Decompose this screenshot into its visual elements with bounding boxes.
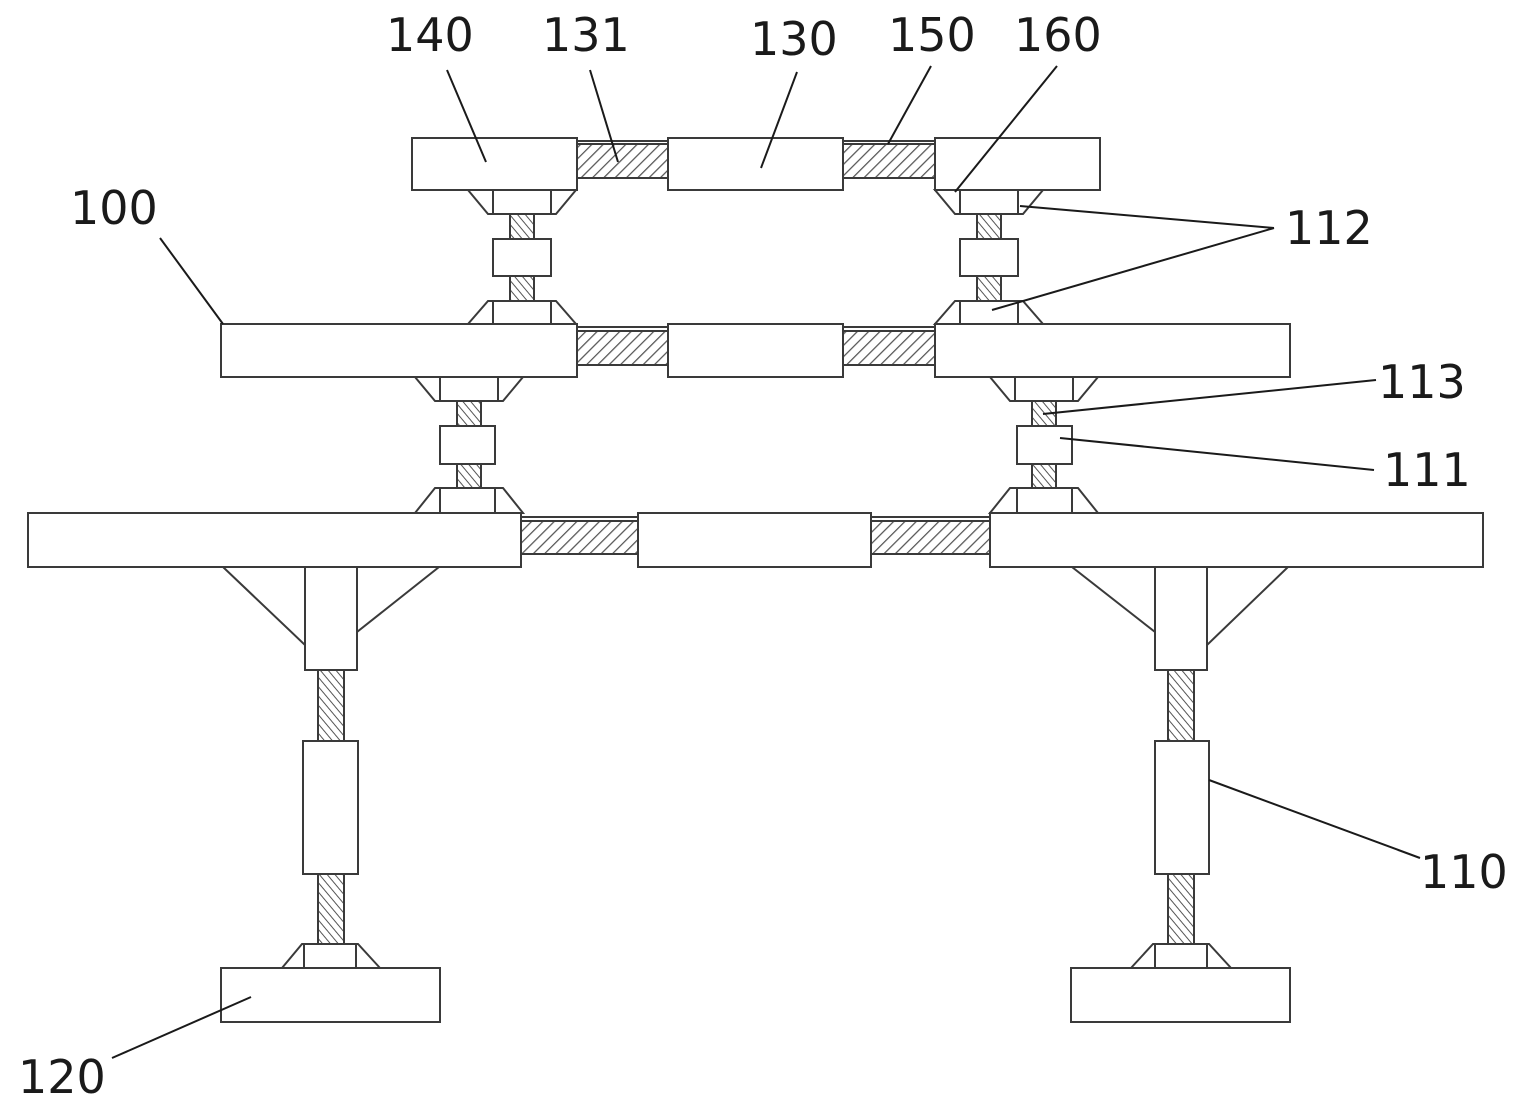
upper-right-screw-b — [976, 275, 1002, 302]
upper-left-screw-b — [509, 275, 535, 302]
label-100: 100 — [70, 181, 158, 235]
left-leg-screw-upper — [317, 669, 345, 742]
top-tier — [411, 137, 1101, 191]
top-left-thread — [576, 143, 669, 179]
upper-left-column — [465, 189, 579, 325]
leader-lines — [111, 65, 1421, 1059]
bottom-right-plate — [989, 512, 1484, 568]
label-120: 120 — [18, 1050, 106, 1104]
top-left-plate — [411, 137, 578, 191]
middle-tier — [220, 323, 1291, 378]
left-foot-pad — [220, 967, 441, 1023]
lower-left-bottom-collar — [439, 487, 496, 514]
top-right-plate — [934, 137, 1101, 191]
bottom-left-thread — [520, 520, 639, 555]
upper-left-top-collar — [492, 189, 552, 215]
labels: 140 131 130 150 160 100 112 113 111 110 … — [18, 8, 1508, 1104]
left-foot-collar — [303, 943, 357, 969]
left-leg-sleeve — [304, 566, 358, 671]
leader-100 — [159, 237, 224, 325]
right-leg-adjust-sleeve — [1154, 740, 1210, 875]
right-leg-sleeve — [1154, 566, 1208, 671]
leader-111 — [1059, 437, 1375, 471]
leader-140 — [446, 69, 487, 163]
lower-right-top-collar — [1014, 376, 1074, 402]
lower-right-column — [987, 376, 1101, 514]
label-131: 131 — [542, 8, 630, 62]
leader-110 — [1208, 779, 1421, 859]
leader-130 — [760, 71, 798, 169]
label-160: 160 — [1014, 8, 1102, 62]
middle-right-thread — [842, 330, 936, 366]
upper-left-nut — [492, 238, 552, 277]
middle-left-plate — [220, 323, 578, 378]
leader-150 — [887, 65, 932, 145]
leader-113 — [1042, 379, 1377, 415]
leader-160 — [954, 65, 1058, 193]
label-150: 150 — [888, 8, 976, 62]
leader-131 — [589, 69, 619, 163]
middle-center-block — [667, 323, 844, 378]
label-111: 111 — [1383, 443, 1471, 497]
label-130: 130 — [750, 12, 838, 66]
bottom-center-block — [637, 512, 872, 568]
top-center-block — [667, 137, 844, 191]
label-112: 112 — [1285, 201, 1373, 255]
label-140: 140 — [386, 8, 474, 62]
lower-right-nut — [1016, 425, 1073, 465]
upper-right-column — [932, 189, 1046, 325]
label-110: 110 — [1420, 845, 1508, 899]
right-leg-screw-lower — [1167, 873, 1195, 945]
upper-right-top-collar — [959, 189, 1019, 215]
leader-112b — [991, 227, 1275, 311]
leader-112a — [1019, 205, 1275, 229]
middle-left-thread — [576, 330, 669, 366]
right-leg-screw-upper — [1167, 669, 1195, 742]
right-foot-collar — [1154, 943, 1208, 969]
left-leg — [220, 566, 442, 1023]
upper-left-screw-a — [509, 213, 535, 240]
left-leg-adjust-sleeve — [302, 740, 359, 875]
upper-right-screw-a — [976, 213, 1002, 240]
lower-right-bottom-collar — [1016, 487, 1073, 514]
lower-left-screw-b — [456, 463, 482, 489]
label-113: 113 — [1378, 355, 1466, 409]
lower-left-nut — [439, 425, 496, 465]
lower-left-column — [412, 376, 526, 514]
right-foot-pad — [1070, 967, 1291, 1023]
right-leg — [1069, 566, 1291, 1023]
top-right-thread — [842, 143, 936, 179]
bottom-tier — [27, 512, 1484, 568]
bottom-left-plate — [27, 512, 522, 568]
left-leg-screw-lower — [317, 873, 345, 945]
upper-right-nut — [959, 238, 1019, 277]
middle-right-plate — [934, 323, 1291, 378]
bottom-right-thread — [870, 520, 991, 555]
lower-right-screw-b — [1031, 463, 1057, 489]
lower-left-screw-a — [456, 400, 482, 427]
leader-120 — [111, 996, 252, 1059]
upper-left-bottom-collar — [492, 300, 552, 325]
lower-left-top-collar — [439, 376, 499, 402]
